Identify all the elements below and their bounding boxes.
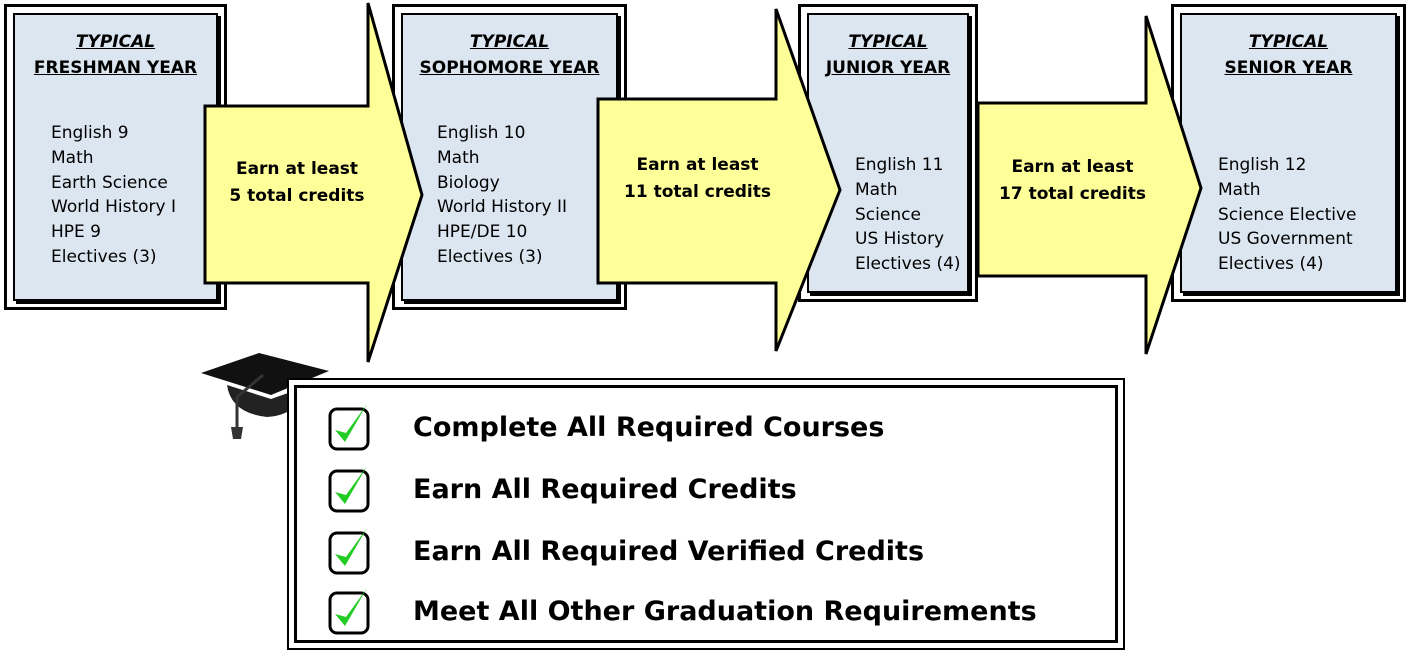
course-item: Earth Science bbox=[51, 172, 168, 193]
year-title: FRESHMAN YEAR bbox=[33, 58, 198, 78]
checklist-label: Earn All Required Credits bbox=[413, 474, 797, 505]
arrow-label-line: Earn at least bbox=[235, 159, 359, 179]
checklist-item: Earn All Required Credits bbox=[327, 462, 1087, 516]
course-item: Electives (4) bbox=[1218, 254, 1324, 275]
year-box-sophomore: TYPICAL SOPHOMORE YEAR English 10 Math B… bbox=[392, 4, 627, 310]
course-item: Math bbox=[1218, 179, 1261, 200]
year-typical-label: TYPICAL bbox=[469, 32, 550, 52]
year-typical-label: TYPICAL bbox=[1248, 32, 1329, 52]
arrow-label-line: Earn at least bbox=[1011, 157, 1134, 177]
checkmark-icon bbox=[328, 404, 370, 451]
arrow-label-line: 5 total credits bbox=[229, 186, 365, 206]
course-item: English 11 bbox=[855, 155, 944, 175]
arrow-label-line: Earn at least bbox=[636, 155, 759, 175]
year-title: SENIOR YEAR bbox=[1224, 58, 1353, 78]
checklist-item: Meet All Other Graduation Requirements bbox=[327, 584, 1087, 638]
course-item: English 12 bbox=[1218, 155, 1307, 175]
year-box-senior-panel: TYPICAL SENIOR YEAR English 12 Math Scie… bbox=[1180, 13, 1397, 293]
arrow-label-2: Earn at least 11 total credits bbox=[615, 152, 780, 206]
year-heading: TYPICAL SENIOR YEAR bbox=[1182, 29, 1395, 81]
checkmark-icon bbox=[328, 528, 370, 575]
course-item: US Government bbox=[1218, 229, 1353, 250]
checklist-label: Meet All Other Graduation Requirements bbox=[413, 596, 1037, 627]
course-item: HPE 9 bbox=[51, 222, 101, 243]
arrow-1 bbox=[203, 2, 424, 363]
course-list: English 12 Math Science Elective US Gove… bbox=[1218, 153, 1356, 277]
course-item: World History II bbox=[437, 197, 568, 218]
year-heading: TYPICAL JUNIOR YEAR bbox=[809, 29, 967, 81]
course-item: World History I bbox=[51, 197, 177, 218]
course-list: English 10 Math Biology World History II… bbox=[437, 121, 567, 270]
course-list: English 9 Math Earth Science World Histo… bbox=[51, 121, 176, 270]
checkmark-icon bbox=[328, 466, 370, 513]
course-item: English 9 bbox=[51, 123, 129, 143]
arrow-label-line: 17 total credits bbox=[999, 184, 1146, 204]
arrow-label-1: Earn at least 5 total credits bbox=[222, 156, 372, 210]
arrow-label-3: Earn at least 17 total credits bbox=[990, 154, 1155, 208]
course-item: Electives (3) bbox=[51, 246, 157, 267]
checklist-label: Earn All Required Verified Credits bbox=[413, 536, 925, 567]
course-item: Biology bbox=[437, 172, 500, 193]
graduation-cap-icon bbox=[201, 353, 329, 439]
year-box-senior: TYPICAL SENIOR YEAR English 12 Math Scie… bbox=[1171, 4, 1406, 302]
course-item: Math bbox=[51, 147, 94, 168]
course-item: Science Elective bbox=[1218, 204, 1357, 225]
arrow-3 bbox=[976, 15, 1203, 355]
course-list: English 11 Math Science US History Elect… bbox=[855, 153, 961, 277]
year-title: SOPHOMORE YEAR bbox=[419, 58, 600, 78]
checklist-item: Complete All Required Courses bbox=[327, 400, 1087, 454]
course-item: Math bbox=[855, 179, 898, 200]
year-title: JUNIOR YEAR bbox=[825, 58, 951, 78]
checklist-label: Complete All Required Courses bbox=[413, 412, 885, 443]
year-typical-label: TYPICAL bbox=[848, 32, 928, 52]
course-item: Math bbox=[437, 147, 480, 168]
graduation-checklist: Complete All Required Courses Earn All R… bbox=[287, 378, 1125, 650]
arrow-label-line: 11 total credits bbox=[624, 182, 771, 202]
course-item: Electives (4) bbox=[855, 254, 961, 275]
year-box-freshman-panel: TYPICAL FRESHMAN YEAR English 9 Math Ear… bbox=[13, 13, 218, 301]
arrow-2 bbox=[596, 8, 842, 352]
year-box-freshman: TYPICAL FRESHMAN YEAR English 9 Math Ear… bbox=[4, 4, 227, 310]
year-typical-label: TYPICAL bbox=[75, 32, 156, 52]
course-item: English 10 bbox=[437, 123, 526, 143]
year-heading: TYPICAL SOPHOMORE YEAR bbox=[403, 29, 616, 81]
checklist-item: Earn All Required Verified Credits bbox=[327, 524, 1087, 578]
year-box-junior-panel: TYPICAL JUNIOR YEAR English 11 Math Scie… bbox=[807, 13, 969, 293]
graduation-checklist-frame: Complete All Required Courses Earn All R… bbox=[294, 385, 1118, 643]
course-item: Electives (3) bbox=[437, 246, 543, 267]
course-item: HPE/DE 10 bbox=[437, 222, 528, 243]
checkmark-icon bbox=[328, 588, 370, 635]
course-item: US History bbox=[855, 229, 945, 250]
course-item: Science bbox=[855, 204, 921, 225]
year-heading: TYPICAL FRESHMAN YEAR bbox=[15, 29, 216, 81]
